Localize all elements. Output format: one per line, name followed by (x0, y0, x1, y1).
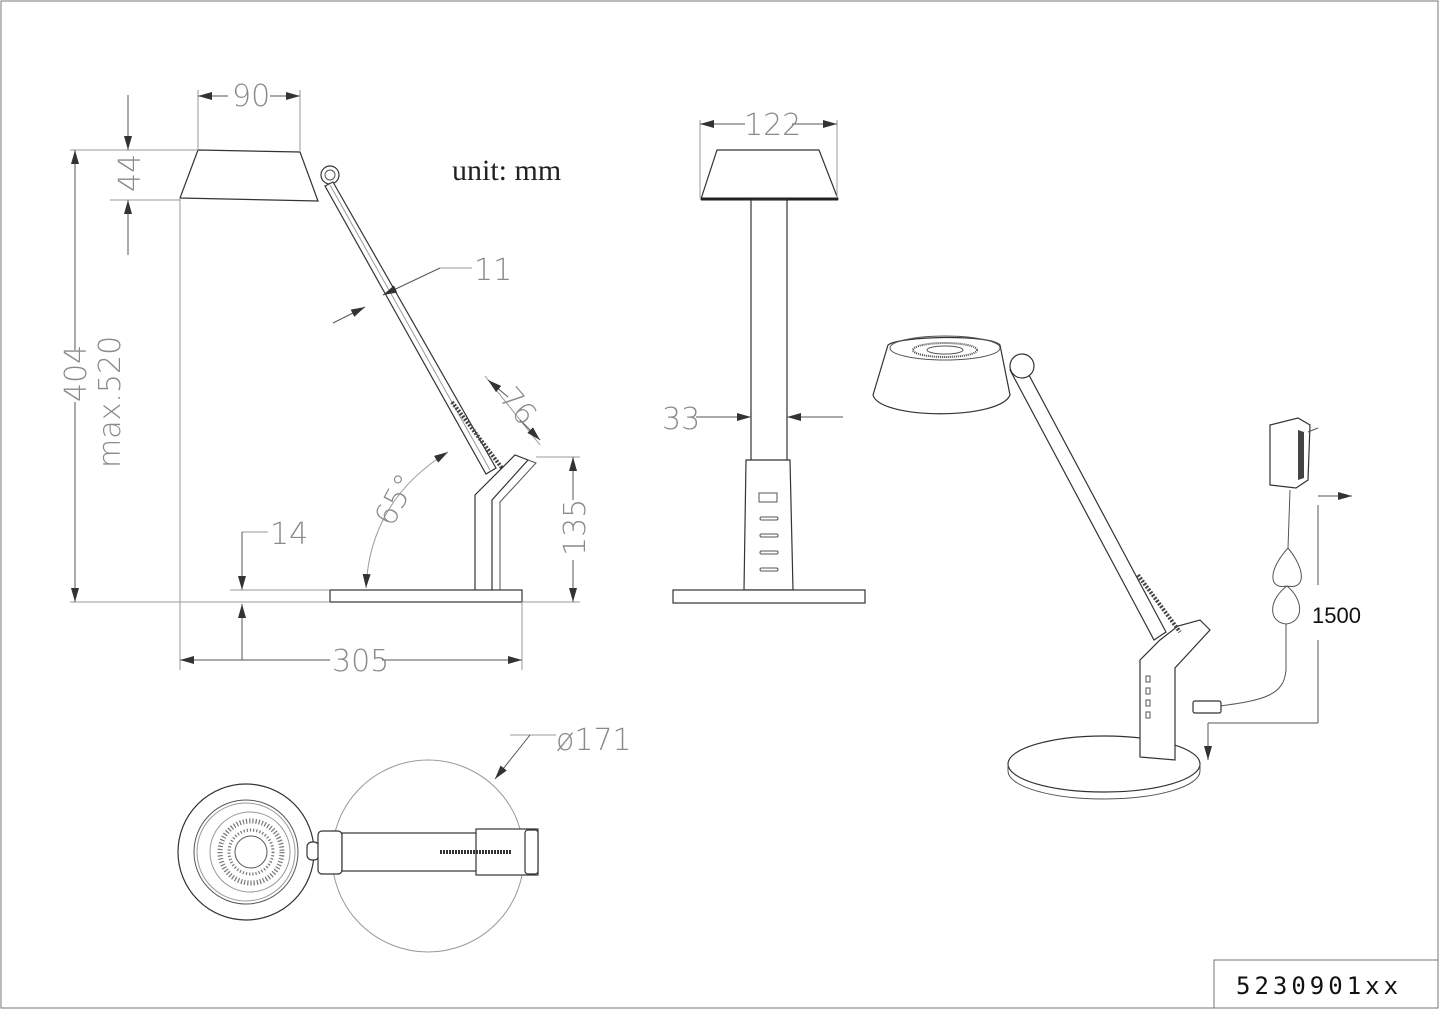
front-view: 122 33 (662, 108, 866, 604)
dim-total-height: 404 (59, 345, 94, 402)
stand-perspective (1139, 619, 1211, 761)
dim-stand-height: 135 (558, 499, 593, 556)
dim-pole-width: 33 (662, 402, 700, 437)
base-front (672, 589, 866, 604)
arm-perspective (1009, 361, 1167, 641)
pole-front (750, 199, 788, 463)
dim-max-height: max.520 (93, 336, 128, 468)
unit-label: unit: mm (452, 154, 561, 187)
arm-pivot-top (317, 830, 343, 875)
shade-front (700, 149, 839, 200)
shade-side (179, 149, 319, 202)
dim-arm-angle: 65° (368, 468, 424, 531)
title-block (1213, 959, 1439, 1009)
stand (474, 454, 530, 601)
dim-front-shade-width: 122 (744, 108, 801, 143)
shade-pivot (320, 165, 340, 185)
dim-cord-length: 1500 (1312, 603, 1361, 628)
shade-top (177, 783, 315, 921)
power-cord (1219, 489, 1302, 707)
pivot-perspective (1009, 353, 1035, 379)
dim-shade-height: 44 (113, 154, 148, 192)
part-number: 5230901xx (1236, 972, 1402, 1000)
dim-shade-width: 90 (232, 79, 270, 114)
perspective-view: 1500 (872, 335, 1361, 800)
dim-base-diameter: ø171 (556, 723, 632, 758)
side-view: 90 44 404 max.520 11 76 65° 135 14 (59, 79, 593, 679)
dc-plug (1192, 700, 1222, 714)
top-view: ø171 (177, 723, 632, 953)
dim-slot-length: 76 (492, 381, 543, 433)
base-side (329, 589, 523, 603)
spring (450, 400, 507, 474)
dim-base-height: 14 (270, 517, 308, 552)
dim-total-depth: 305 (332, 644, 389, 679)
shade-perspective (872, 336, 1011, 415)
dim-arm-width: 11 (474, 253, 512, 288)
